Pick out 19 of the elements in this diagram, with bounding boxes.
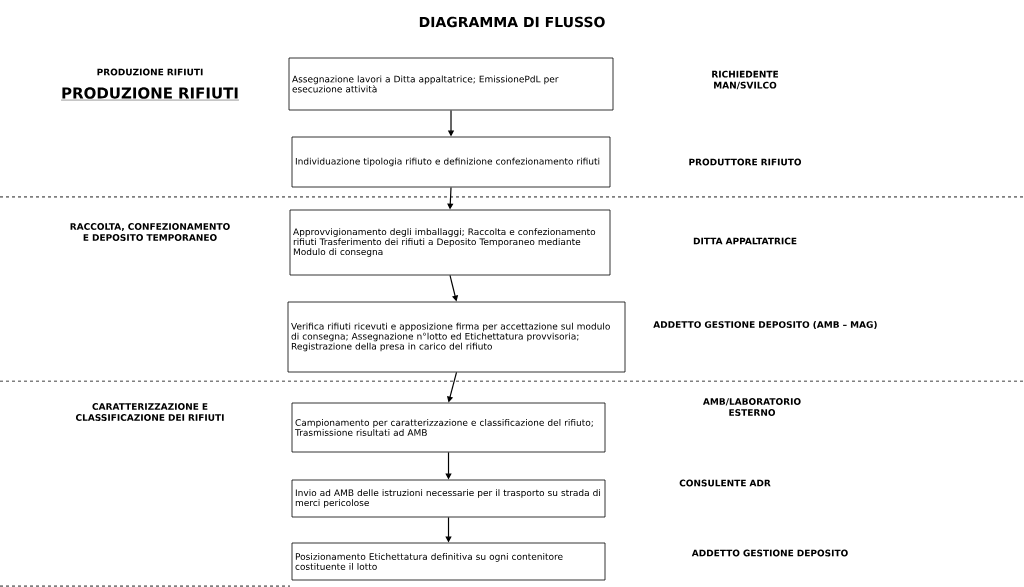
role-label: CONSULENTE ADR: [679, 479, 771, 487]
phase-label: PRODUZIONE RIFIUTI: [97, 68, 203, 76]
role-label: PRODUTTORE RIFIUTO: [689, 158, 802, 166]
role-label: DITTA APPALTATRICE: [693, 237, 797, 245]
process-box: Invio ad AMB delle istruzioni necessarie per il trasporto su strada di merci pericolose: [291, 479, 606, 518]
section-heading: PRODUZIONE RIFIUTI: [60, 87, 240, 101]
role-label: RICHIEDENTE MAN/SVILCO: [712, 70, 778, 90]
phase-label: RACCOLTA, CONFEZIONAMENTO E DEPOSITO TEMPORANEO: [70, 223, 230, 241]
process-box: Campionamento per caratterizzazione e classificazione del rifiuto; Trasmissione risultati ad AMB: [291, 402, 606, 453]
process-box: Individuazione tipologia rifiuto e definizione confezionamento rifiuti: [291, 136, 611, 188]
phase-label: CARATTERIZZAZIONE E CLASSIFICAZIONE DEI RIFIUTI: [75, 403, 224, 421]
role-label: ADDETTO GESTIONE DEPOSITO (AMB – MAG): [653, 321, 877, 329]
role-label: ADDETTO GESTIONE DEPOSITO: [691, 549, 848, 557]
process-box: Approvvigionamento degli imballaggi; Raccolta e confezionamento rifiuti Trasferimento dei rifiuti a Deposito Temporaneo mediante Modulo di consegna: [289, 209, 611, 276]
process-box: Verifica rifiuti ricevuti e apposizione firma per accettazione sul modulo di consegna; Assegnazione n°lotto ed Etichettatura provvisoria; Registrazione della presa in carico del rifiuto: [287, 301, 626, 373]
role-label: AMB/LABORATORIO ESTERNO: [702, 398, 801, 416]
process-box: Assegnazione lavori a Ditta appaltatrice; EmissionePdL per esecuzione attività: [288, 57, 614, 111]
title: DIAGRAMMA DI FLUSSO: [419, 16, 605, 28]
process-box: Posizionamento Etichettatura definitiva su ogni contenitore costituente il lotto: [291, 542, 606, 581]
